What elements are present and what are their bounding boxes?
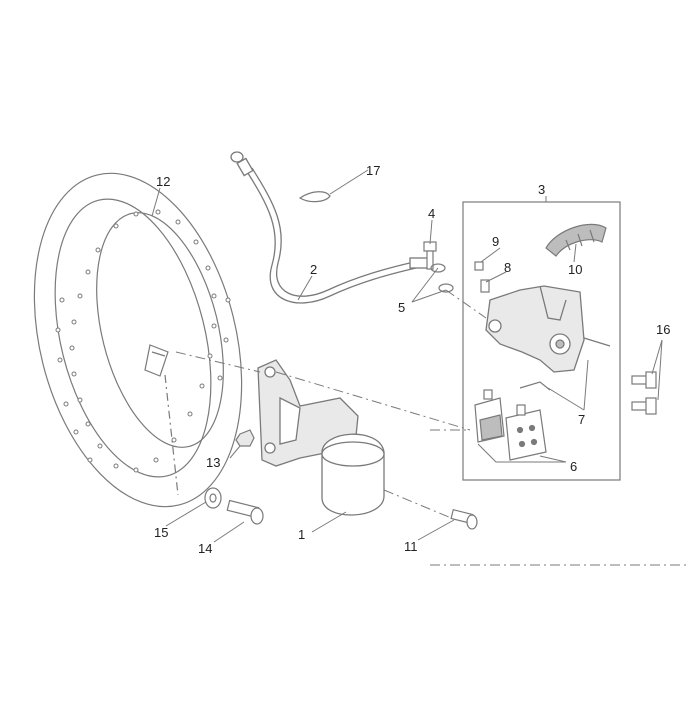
brake-pads — [474, 389, 547, 461]
pad-spring — [519, 381, 551, 391]
callout-labels: 1 2 3 4 5 6 7 8 9 10 11 12 13 14 15 16 1… — [154, 163, 670, 556]
callout-7: 7 — [578, 412, 585, 427]
brake-hose — [230, 151, 429, 304]
sealing-washers — [430, 263, 454, 293]
nut — [235, 429, 255, 447]
callout-10: 10 — [568, 262, 582, 277]
disc-holes — [55, 209, 231, 473]
washer — [204, 487, 222, 509]
callout-15: 15 — [154, 525, 168, 540]
bleeder-parts — [474, 261, 490, 293]
callout-17: 17 — [366, 163, 380, 178]
callout-2: 2 — [310, 262, 317, 277]
callout-16: 16 — [656, 322, 670, 337]
callout-9: 9 — [492, 234, 499, 249]
bracket-bolt — [226, 499, 264, 525]
bracket-centerlines — [175, 351, 690, 566]
callout-4: 4 — [428, 206, 435, 221]
callout-11: 11 — [404, 539, 418, 554]
callout-14: 14 — [198, 541, 212, 556]
caliper-centerlines — [430, 289, 487, 431]
leader-lines — [151, 169, 663, 543]
callout-3: 3 — [538, 182, 545, 197]
callout-5: 5 — [398, 300, 405, 315]
pad-cover — [545, 223, 607, 257]
callout-1: 1 — [298, 527, 305, 542]
hose-clip — [298, 191, 331, 203]
callout-8: 8 — [504, 260, 511, 275]
callout-12: 12 — [156, 174, 170, 189]
caliper-bolts — [631, 371, 657, 415]
callout-13: 13 — [206, 455, 220, 470]
caliper-assembly-box — [462, 201, 621, 481]
bracket-ring — [321, 433, 385, 516]
spindle-pin — [450, 508, 478, 530]
caliper-body — [485, 285, 611, 373]
callout-6: 6 — [570, 459, 577, 474]
brake-disc — [33, 172, 243, 508]
